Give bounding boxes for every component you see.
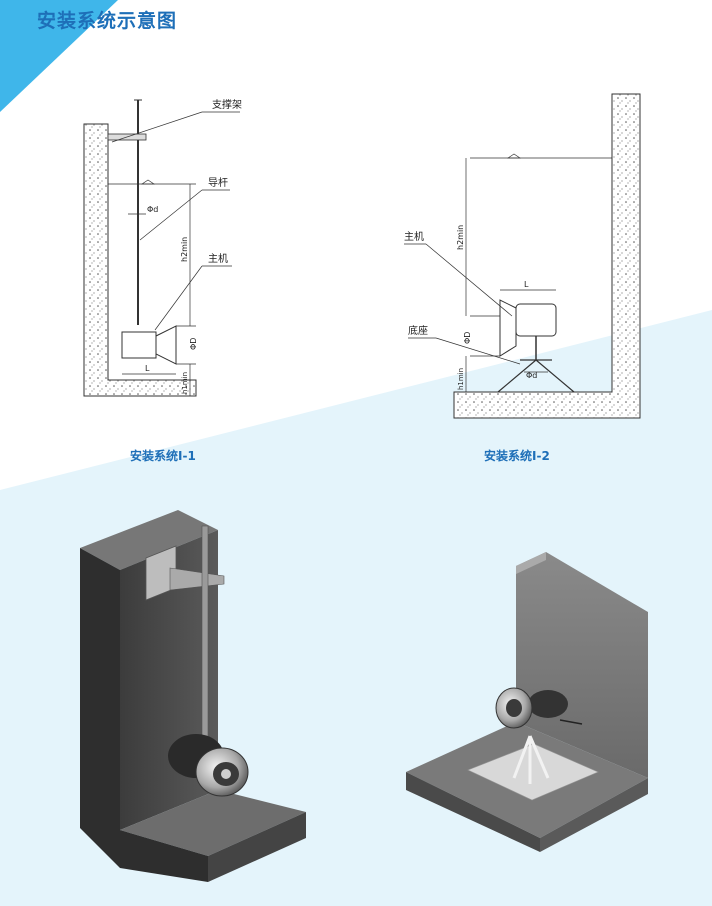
diagram-1-label-L: L [145,364,150,373]
diagram-2-label-main-unit: 主机 [404,230,424,243]
diagram-1-label-h1min: h1min [181,372,189,394]
diagram-2-label-base: 底座 [408,324,428,337]
diagram-1-label-phi-d: Φd [147,205,158,214]
diagram-1-label-support: 支撑架 [212,98,242,111]
diagram-1-label-h2min: h2min [180,237,189,262]
diagram-2-caption: 安装系统I-2 [484,449,550,463]
corner-triangle [0,0,118,112]
render-2-motor [528,690,568,718]
diagram-1-label-main-unit: 主机 [208,252,228,265]
diagram-1-label-guide-rod: 导杆 [208,177,228,189]
diagram-1-main-unit [121,331,157,359]
diagram-2-label-phi-d: Φd [526,371,537,380]
render-2-wall [516,552,648,778]
diagram-2-label-phi-D: ΦD [463,332,472,344]
diagram-2-base [497,359,575,393]
diagram-2-label-L: L [524,280,529,289]
diagram-2-label-h2min: h2min [456,225,465,250]
diagram-1-label-phi-D: ΦD [189,338,198,350]
diagram-2-label-h1min: h1min [457,368,465,390]
page-title: 安装系统示意图 [37,10,178,32]
diagram-1-caption: 安装系统I-1 [130,449,196,463]
